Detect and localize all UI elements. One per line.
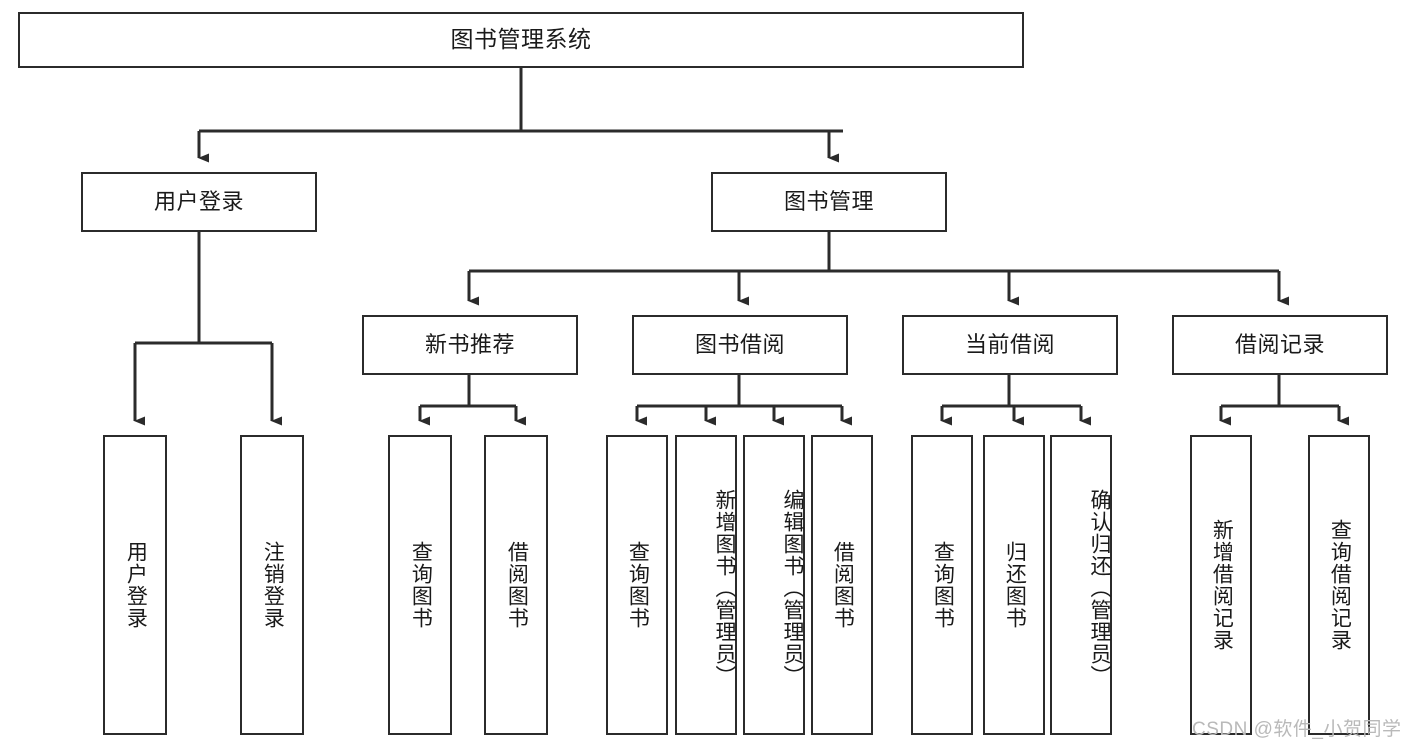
node-new-book-rec-label: 新书推荐 [424, 331, 515, 357]
node-leaf-return-book[interactable]: 归还图书 [983, 435, 1045, 735]
node-leaf-query-book-2-label: 查询图书 [626, 541, 650, 629]
node-leaf-edit-book[interactable]: 编辑图书（管理员） [743, 435, 805, 735]
node-leaf-edit-book-label: 编辑图书（管理员） [781, 489, 804, 687]
node-leaf-add-book-label: 新增图书（管理员） [713, 489, 736, 687]
node-leaf-logout-label: 注销登录 [261, 541, 285, 629]
node-leaf-borrow-book-1-label: 借阅图书 [505, 541, 529, 629]
node-leaf-user-login-label: 用户登录 [124, 541, 148, 629]
node-leaf-add-record[interactable]: 新增借阅记录 [1190, 435, 1252, 735]
node-leaf-query-book-1[interactable]: 查询图书 [388, 435, 452, 735]
node-root-label: 图书管理系统 [450, 26, 592, 53]
node-leaf-query-book-2[interactable]: 查询图书 [606, 435, 668, 735]
node-leaf-add-record-label: 新增借阅记录 [1210, 519, 1234, 651]
node-leaf-borrow-book-1[interactable]: 借阅图书 [484, 435, 548, 735]
node-user-login-label: 用户登录 [153, 188, 244, 214]
node-borrow-record-label: 借阅记录 [1234, 331, 1325, 357]
node-book-manage[interactable]: 图书管理 [711, 172, 947, 232]
node-leaf-borrow-book-2[interactable]: 借阅图书 [811, 435, 873, 735]
node-leaf-query-book-3-label: 查询图书 [931, 541, 955, 629]
csdn-watermark: CSDN @软件_小贺同学 [1192, 719, 1402, 740]
node-leaf-query-book-1-label: 查询图书 [409, 541, 433, 629]
node-leaf-query-book-3[interactable]: 查询图书 [911, 435, 973, 735]
node-leaf-query-record-label: 查询借阅记录 [1328, 519, 1352, 651]
node-current-borrow[interactable]: 当前借阅 [902, 315, 1118, 375]
node-leaf-add-book[interactable]: 新增图书（管理员） [675, 435, 737, 735]
node-book-manage-label: 图书管理 [783, 188, 874, 214]
node-leaf-logout[interactable]: 注销登录 [240, 435, 304, 735]
node-leaf-confirm-return[interactable]: 确认归还（管理员） [1050, 435, 1112, 735]
node-leaf-user-login[interactable]: 用户登录 [103, 435, 167, 735]
node-leaf-return-book-label: 归还图书 [1003, 541, 1027, 629]
node-user-login[interactable]: 用户登录 [81, 172, 317, 232]
node-book-borrow-label: 图书借阅 [694, 331, 785, 357]
node-leaf-confirm-return-label: 确认归还（管理员） [1088, 489, 1111, 687]
node-leaf-borrow-book-2-label: 借阅图书 [831, 541, 855, 629]
node-current-borrow-label: 当前借阅 [964, 331, 1055, 357]
node-book-borrow[interactable]: 图书借阅 [632, 315, 848, 375]
node-new-book-rec[interactable]: 新书推荐 [362, 315, 578, 375]
node-borrow-record[interactable]: 借阅记录 [1172, 315, 1388, 375]
node-root[interactable]: 图书管理系统 [18, 12, 1024, 68]
node-leaf-query-record[interactable]: 查询借阅记录 [1308, 435, 1370, 735]
